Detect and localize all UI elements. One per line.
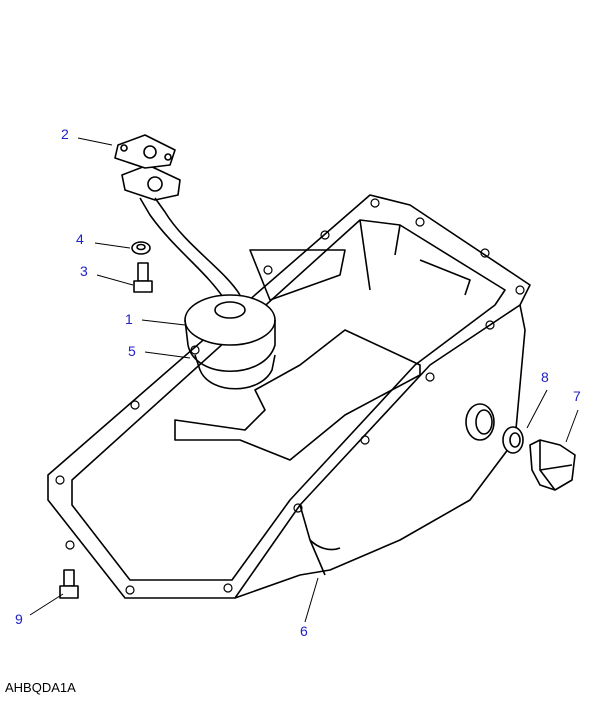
- callout-2: 2: [61, 126, 69, 142]
- callout-4: 4: [76, 231, 84, 247]
- leader-lines: [29, 137, 579, 623]
- callout-3: 3: [80, 263, 88, 279]
- diagram-reference-code: AHBQDA1A: [5, 680, 76, 695]
- gasket: [114, 134, 176, 169]
- callout-5: 5: [128, 343, 136, 359]
- flange-bolt-holes: [55, 198, 525, 595]
- callout-6: 6: [300, 623, 308, 639]
- sump-body: [234, 304, 526, 599]
- sump-bolt: [59, 569, 79, 599]
- bolt: [133, 262, 153, 293]
- drain-boss: [465, 403, 495, 441]
- sump-opening: [71, 219, 506, 581]
- callout-1: 1: [125, 311, 133, 327]
- callout-7: 7: [573, 388, 581, 404]
- oil-strainer: [121, 164, 276, 390]
- sump-baffle: [174, 329, 421, 461]
- callout-9: 9: [15, 611, 23, 627]
- sump-flange: [47, 194, 531, 599]
- washer: [131, 241, 151, 255]
- callout-8: 8: [541, 369, 549, 385]
- drain-plug: [529, 439, 576, 491]
